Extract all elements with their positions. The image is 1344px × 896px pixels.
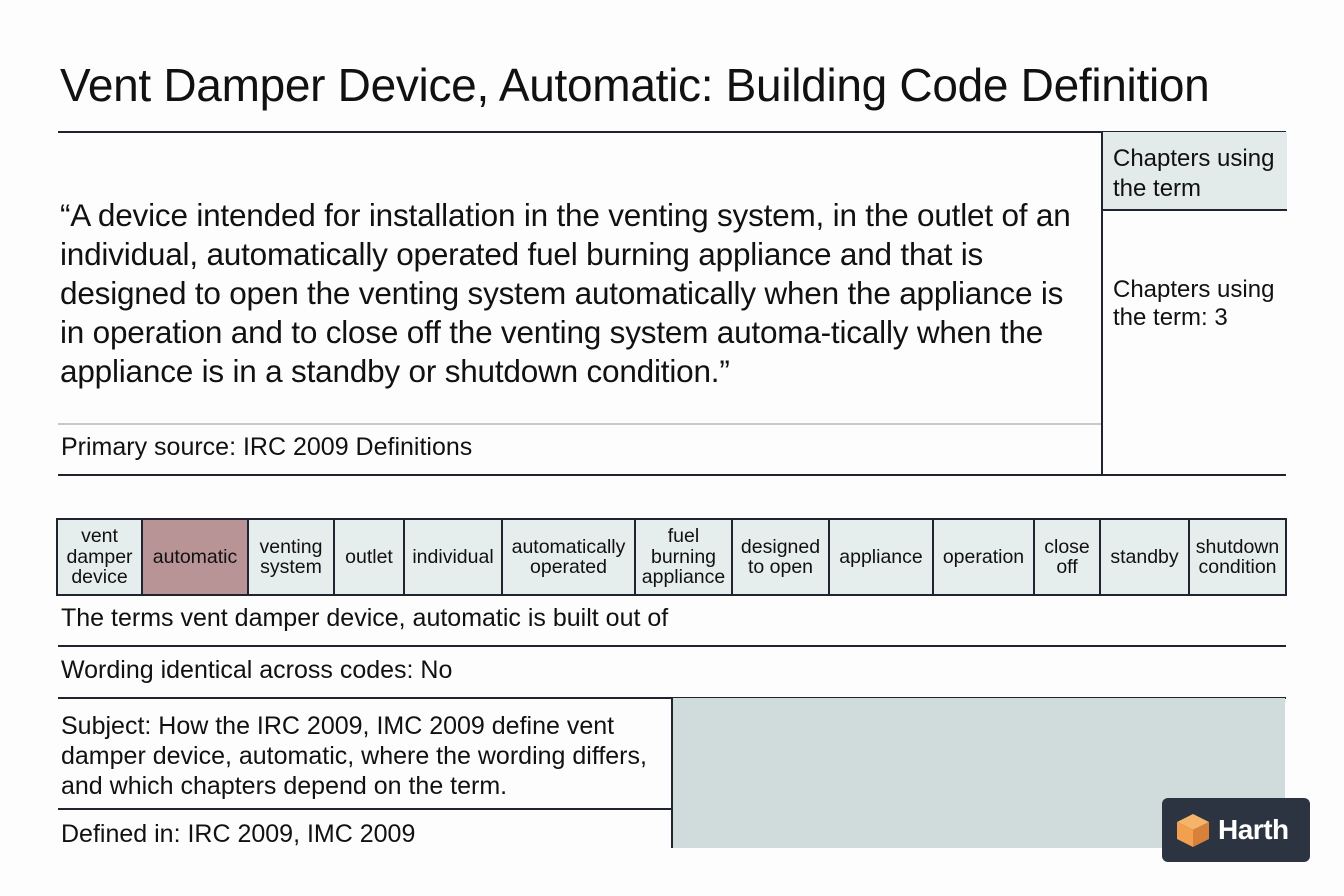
- defined-in: Defined in: IRC 2009, IMC 2009: [61, 820, 416, 848]
- subject-column-divider: [671, 697, 673, 848]
- harth-logo: Harth: [1162, 798, 1310, 862]
- term-individual[interactable]: individual: [405, 520, 503, 594]
- term-operation[interactable]: operation: [934, 520, 1035, 594]
- term-automatically-operated[interactable]: automatically operated: [503, 520, 636, 594]
- page-title: Vent Damper Device, Automatic: Building …: [60, 59, 1210, 111]
- subject-text: Subject: How the IRC 2009, IMC 2009 defi…: [61, 712, 647, 800]
- term-shutdown-condition[interactable]: shutdown condition: [1195, 535, 1280, 578]
- term-close-off[interactable]: close off: [1035, 520, 1101, 594]
- term-designed-to-open[interactable]: designed to open: [733, 520, 830, 594]
- term-standby[interactable]: standby: [1101, 520, 1190, 594]
- wording-identical: Wording identical across codes: No: [61, 656, 453, 684]
- chapters-panel-header: Chapters using the term: [1103, 132, 1287, 211]
- term-venting-system[interactable]: venting system: [249, 520, 335, 594]
- term-automatic[interactable]: automatic: [143, 520, 249, 594]
- primary-source: Primary source: IRC 2009 Definitions: [61, 433, 473, 461]
- subject-divider: [58, 808, 672, 810]
- term-outlet[interactable]: outlet: [335, 520, 405, 594]
- component-terms-row: vent damper device automatic venting sys…: [56, 518, 1287, 596]
- term-appliance[interactable]: appliance: [830, 520, 934, 594]
- terms-caption: The terms vent damper device, automatic …: [61, 604, 669, 632]
- quote-divider: [58, 423, 1101, 425]
- term-fuel-burning-appliance[interactable]: fuel burning appliance: [636, 520, 733, 594]
- title-divider: [58, 131, 1286, 133]
- chapters-count: Chapters using the term: 3: [1113, 276, 1275, 331]
- logo-text: Harth: [1218, 814, 1289, 845]
- caption-divider: [58, 645, 1286, 647]
- definition-quote: “A device intended for installation in t…: [60, 197, 1071, 389]
- chapters-panel: Chapters using the term Chapters using t…: [1101, 132, 1287, 475]
- cube-logo-icon: [1177, 814, 1209, 847]
- definition-bottom-divider: [58, 474, 1286, 476]
- term-vent-damper-device[interactable]: vent damper device: [58, 520, 143, 594]
